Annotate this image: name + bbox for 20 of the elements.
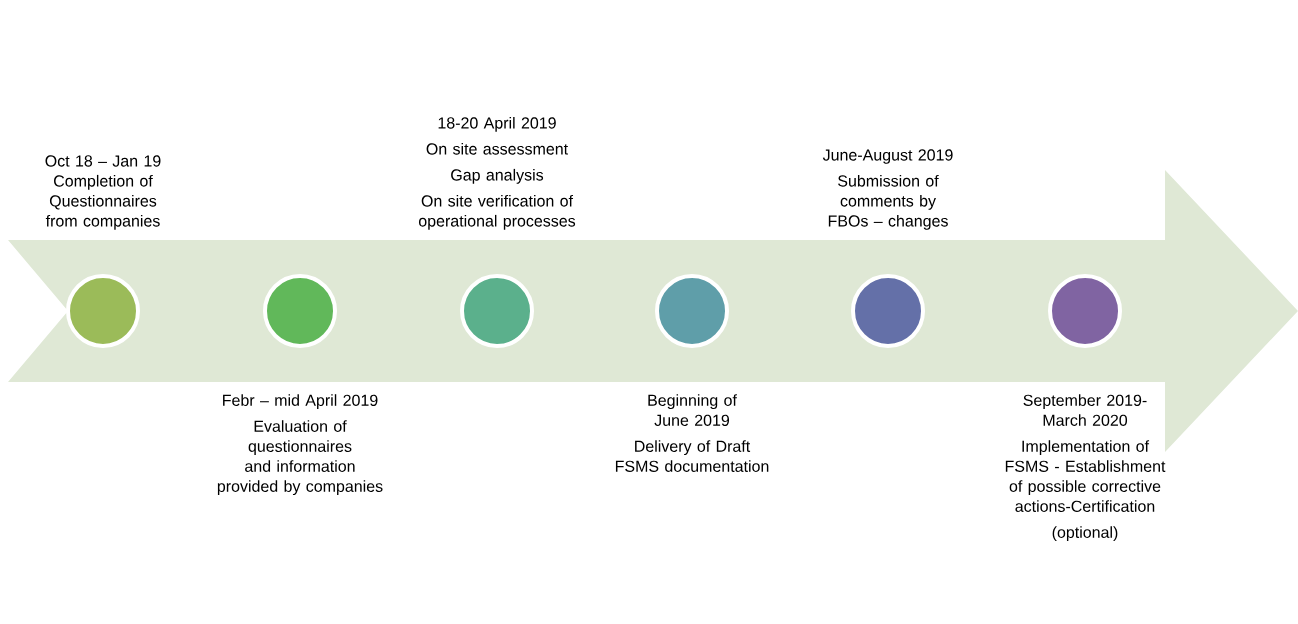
milestone-text: June-August 2019 xyxy=(822,149,953,164)
milestone-circle xyxy=(1048,274,1122,348)
milestone-text: 18-20 April 2019 xyxy=(438,116,556,132)
milestone-text: Submission of comments by FBOs – changes xyxy=(828,174,948,230)
milestone-text: Oct 18 – Jan 19 Completion of Questionnaires from companies xyxy=(45,155,161,230)
milestone-text: Gap analysis xyxy=(451,168,544,184)
milestone-circle xyxy=(655,274,729,348)
milestone-text: On site verification of operational processes xyxy=(418,194,576,230)
milestone-circle xyxy=(263,274,337,348)
milestone-circle xyxy=(851,274,925,348)
milestone-circle xyxy=(460,274,534,348)
milestone-text: Febr – mid April 2019 xyxy=(223,394,378,410)
milestone-text: (optional) xyxy=(1052,526,1118,542)
milestone-text: Implementation of FSMS - Establishment of possible corrective actions-Certification xyxy=(1005,440,1166,512)
milestone-text: Delivery of Draft FSMS documentation xyxy=(615,440,769,472)
milestone-circle xyxy=(66,274,140,348)
milestone-text: Beginning of June 2019 xyxy=(648,394,737,426)
milestone-text: September 2019-March 2020 xyxy=(1023,394,1147,426)
milestone-text: Evaluation of questionnaires and information provided by companies xyxy=(217,420,383,496)
milestone-text: On site assessment xyxy=(426,142,568,155)
